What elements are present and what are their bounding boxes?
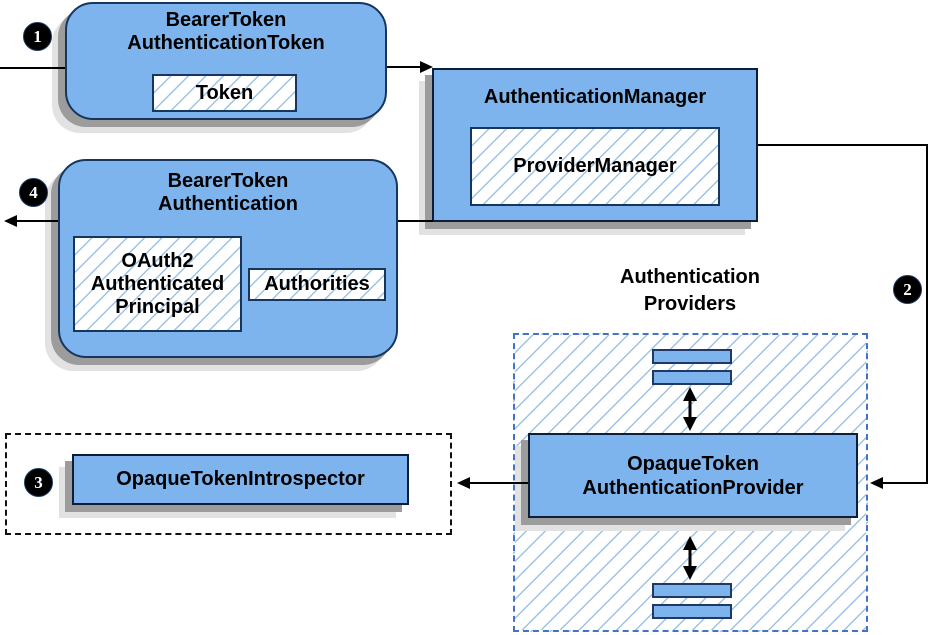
provider-manager-chip: ProviderManager [470, 127, 720, 206]
bearer-token-authentication-box: BearerToken Authentication OAuth2 Authen… [58, 159, 398, 358]
provider-placeholder-bar-top-2 [652, 370, 732, 385]
bearer-token-authentication-token-box: BearerToken AuthenticationToken Token [65, 2, 387, 120]
step-badge-2-number: 2 [903, 279, 912, 299]
arrowhead-out-left [4, 215, 17, 227]
authentication-manager-box: AuthenticationManager ProviderManager [432, 68, 758, 222]
authentication-providers-label: Authentication Providers [620, 266, 760, 315]
provider-placeholder-bar-top-1 [652, 349, 732, 364]
opaque-token-introspector-title: OpaqueTokenIntrospector [116, 468, 365, 490]
authorities-label: Authorities [264, 273, 370, 295]
step-badge-3-number: 3 [34, 472, 43, 492]
step-badge-1-number: 1 [33, 26, 42, 46]
token-chip-label: Token [195, 81, 254, 104]
provider-placeholder-bar-bottom-1 [652, 583, 732, 598]
step-badge-1: 1 [23, 22, 52, 51]
provider-manager-chip-label: ProviderManager [513, 155, 677, 177]
opaque-token-authentication-provider-title: OpaqueToken AuthenticationProvider [582, 452, 804, 499]
step-badge-2: 2 [893, 275, 922, 304]
bearer-token-authentication-title: BearerToken Authentication [158, 170, 298, 215]
bearer-token-authentication-token-title: BearerToken AuthenticationToken [127, 9, 325, 54]
token-chip: Token [152, 74, 297, 112]
step-badge-3: 3 [24, 468, 53, 497]
opaque-token-introspector-box: OpaqueTokenIntrospector [72, 454, 409, 505]
oauth2-authenticated-principal-label: OAuth2 Authenticated Principal [90, 249, 225, 318]
arrowhead-into-provider [870, 477, 883, 489]
oauth2-authenticated-principal-chip: OAuth2 Authenticated Principal [73, 236, 242, 332]
step-badge-4: 4 [19, 178, 48, 207]
arrowhead-into-introspector [457, 477, 470, 489]
authorities-chip: Authorities [248, 268, 386, 301]
provider-placeholder-bar-bottom-2 [652, 604, 732, 619]
authentication-manager-title: AuthenticationManager [483, 86, 707, 108]
opaque-token-authentication-provider-box: OpaqueToken AuthenticationProvider [528, 433, 858, 518]
opaque-token-introspector-group [5, 433, 452, 535]
step-badge-4-number: 4 [29, 182, 38, 202]
